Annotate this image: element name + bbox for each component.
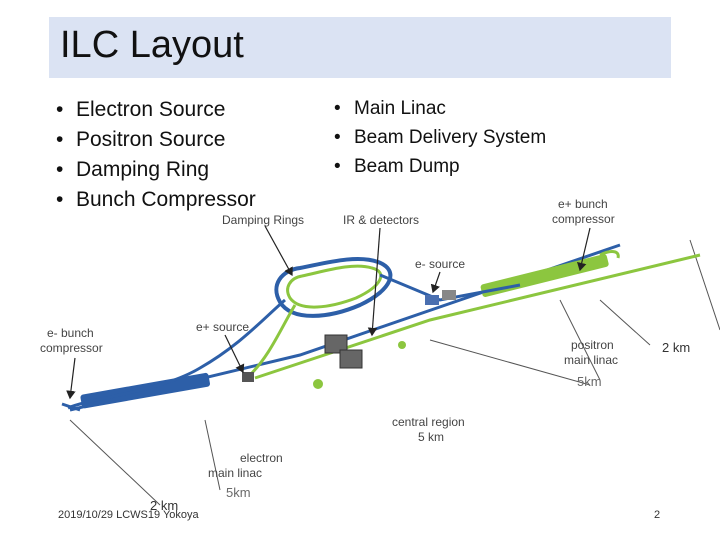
slide-title: ILC Layout [60,24,244,66]
dim-electron-5km: 5km [226,485,251,500]
beam-dumps [313,341,406,389]
electron-main-linac [61,243,621,412]
bullet-bunch-compressor: Bunch Compressor [56,185,256,215]
bullet-beam-dump: Beam Dump [334,152,546,181]
bullet-damping-ring: Damping Ring [56,155,256,185]
label-electron-main-linac: main linac [208,466,262,480]
dim-positron-2km: 2 km [662,340,690,355]
source-markers [242,290,456,382]
dim-positron-5km: 5km [577,374,602,389]
bullet-positron-source: Positron Source [56,125,256,155]
label-electron: electron [240,451,283,465]
label-e-minus-compressor: compressor [40,341,103,355]
right-bullet-list: Main Linac Beam Delivery System Beam Dum… [334,94,546,181]
footer-text: 2019/10/29 LCWS19 Yokoya [58,509,199,521]
page-number: 2 [654,509,661,521]
label-ir-detectors: IR & detectors [343,213,419,227]
callout-arrows [66,225,591,400]
transfer-lines [67,273,521,410]
label-central-region: central region [392,415,465,429]
damping-rings [274,257,393,318]
label-central-region-length: 5 km [418,430,444,444]
label-e-plus-source: e+ source [196,320,249,334]
label-e-plus-bunch: e+ bunch [558,197,608,211]
title-bar [49,17,671,78]
bullet-beam-delivery-system: Beam Delivery System [334,123,546,152]
bullet-main-linac: Main Linac [334,94,546,123]
left-bullet-list: Electron Source Positron Source Damping … [56,95,256,215]
label-damping-rings: Damping Rings [222,213,304,227]
dimension-lines [69,239,720,506]
label-e-minus-bunch: e- bunch [47,326,94,340]
label-e-minus-source: e- source [415,257,465,271]
label-positron-main-linac: main linac [564,353,618,367]
bullet-electron-source: Electron Source [56,95,256,125]
label-positron: positron [571,338,614,352]
dim-electron-2km: 2 km [150,498,178,513]
label-e-plus-compressor: compressor [552,212,615,226]
ir-detectors [324,334,363,369]
